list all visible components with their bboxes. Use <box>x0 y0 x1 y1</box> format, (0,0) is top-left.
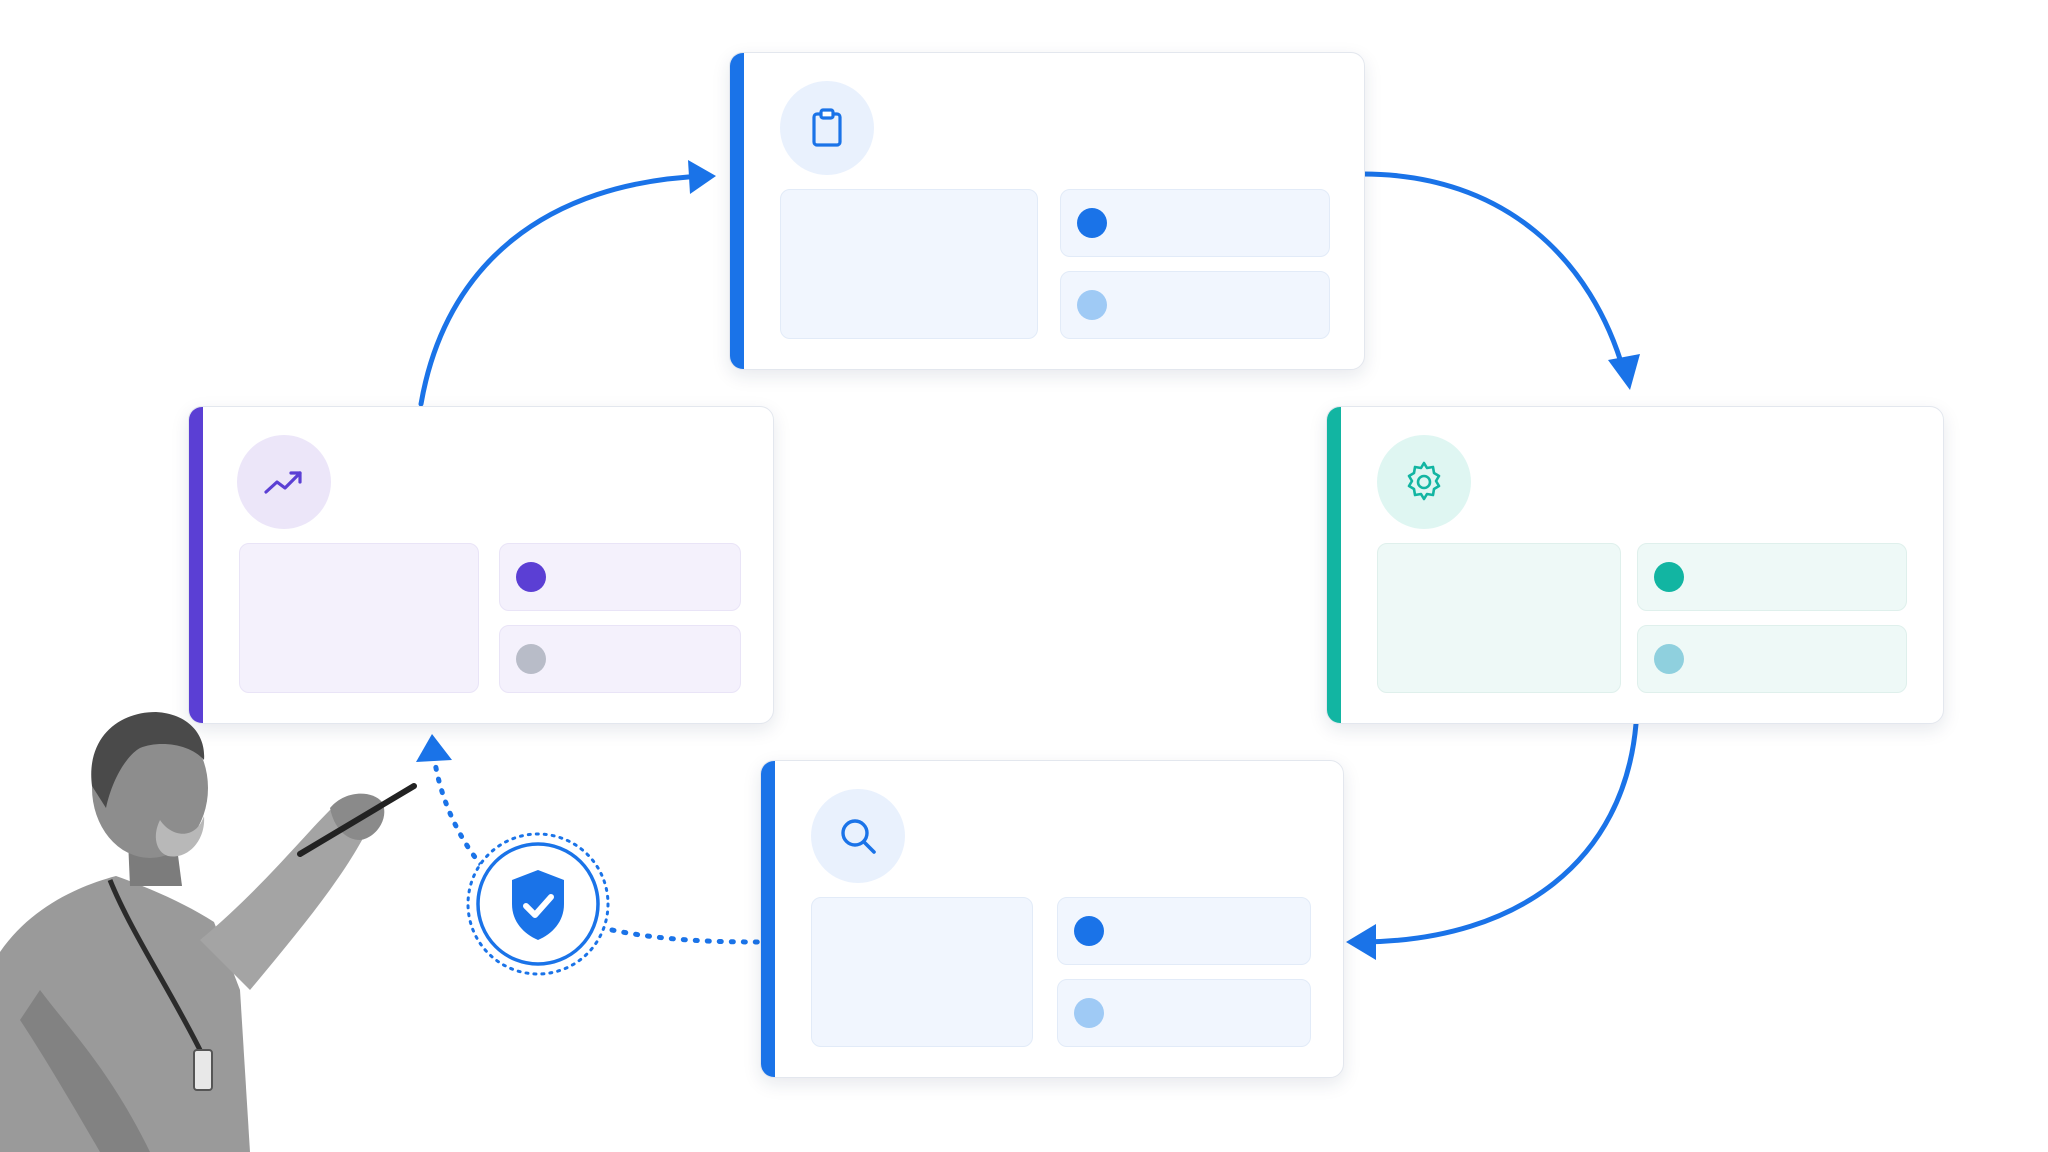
card-plan-row-1[interactable] <box>1060 189 1330 257</box>
arrow-configure-to-review <box>1361 721 1639 945</box>
card-analyze-row-1-dot <box>516 562 546 592</box>
dotted-link-review-to-shield <box>609 927 761 945</box>
card-plan-row-1-dot <box>1077 208 1107 238</box>
card-review-content-block <box>811 897 1033 1047</box>
card-review-row-1-dot <box>1074 916 1104 946</box>
card-configure[interactable] <box>1326 406 1944 724</box>
gear-icon <box>1377 435 1471 529</box>
card-analyze-row-2[interactable] <box>499 625 741 693</box>
card-configure-row-1[interactable] <box>1637 543 1907 611</box>
card-review-row-1[interactable] <box>1057 897 1311 965</box>
card-configure-accent <box>1327 407 1341 723</box>
card-review-row-2-dot <box>1074 998 1104 1028</box>
card-configure-content-block <box>1377 543 1621 693</box>
card-analyze-accent <box>189 407 203 723</box>
trend-up-icon <box>237 435 331 529</box>
card-review-row-2[interactable] <box>1057 979 1311 1047</box>
arrowhead-configure-to-review <box>1346 924 1376 960</box>
card-plan-row-2-dot <box>1077 290 1107 320</box>
arrow-analyze-to-plan <box>418 173 709 407</box>
card-configure-row-2[interactable] <box>1637 625 1907 693</box>
arrow-plan-to-configure <box>1360 171 1627 375</box>
card-plan[interactable] <box>729 52 1365 370</box>
card-analyze-row-2-dot <box>516 644 546 674</box>
shield-check-icon <box>466 832 610 976</box>
arrowhead-analyze-to-plan <box>688 160 716 194</box>
card-plan-row-2[interactable] <box>1060 271 1330 339</box>
card-analyze-content-block <box>239 543 479 693</box>
arrowhead-shield-to-analyze <box>416 734 452 762</box>
search-icon <box>811 789 905 883</box>
card-plan-accent <box>730 53 744 369</box>
card-analyze[interactable] <box>188 406 774 724</box>
card-configure-row-2-dot <box>1654 644 1684 674</box>
dotted-link-shield-to-analyze <box>431 753 485 869</box>
card-plan-content-block <box>780 189 1038 339</box>
card-review-accent <box>761 761 775 1077</box>
arrowhead-plan-to-configure <box>1608 354 1640 390</box>
card-review[interactable] <box>760 760 1344 1078</box>
card-analyze-row-1[interactable] <box>499 543 741 611</box>
card-configure-row-1-dot <box>1654 562 1684 592</box>
presenter-with-pen-image <box>0 712 417 1152</box>
clipboard-icon <box>780 81 874 175</box>
